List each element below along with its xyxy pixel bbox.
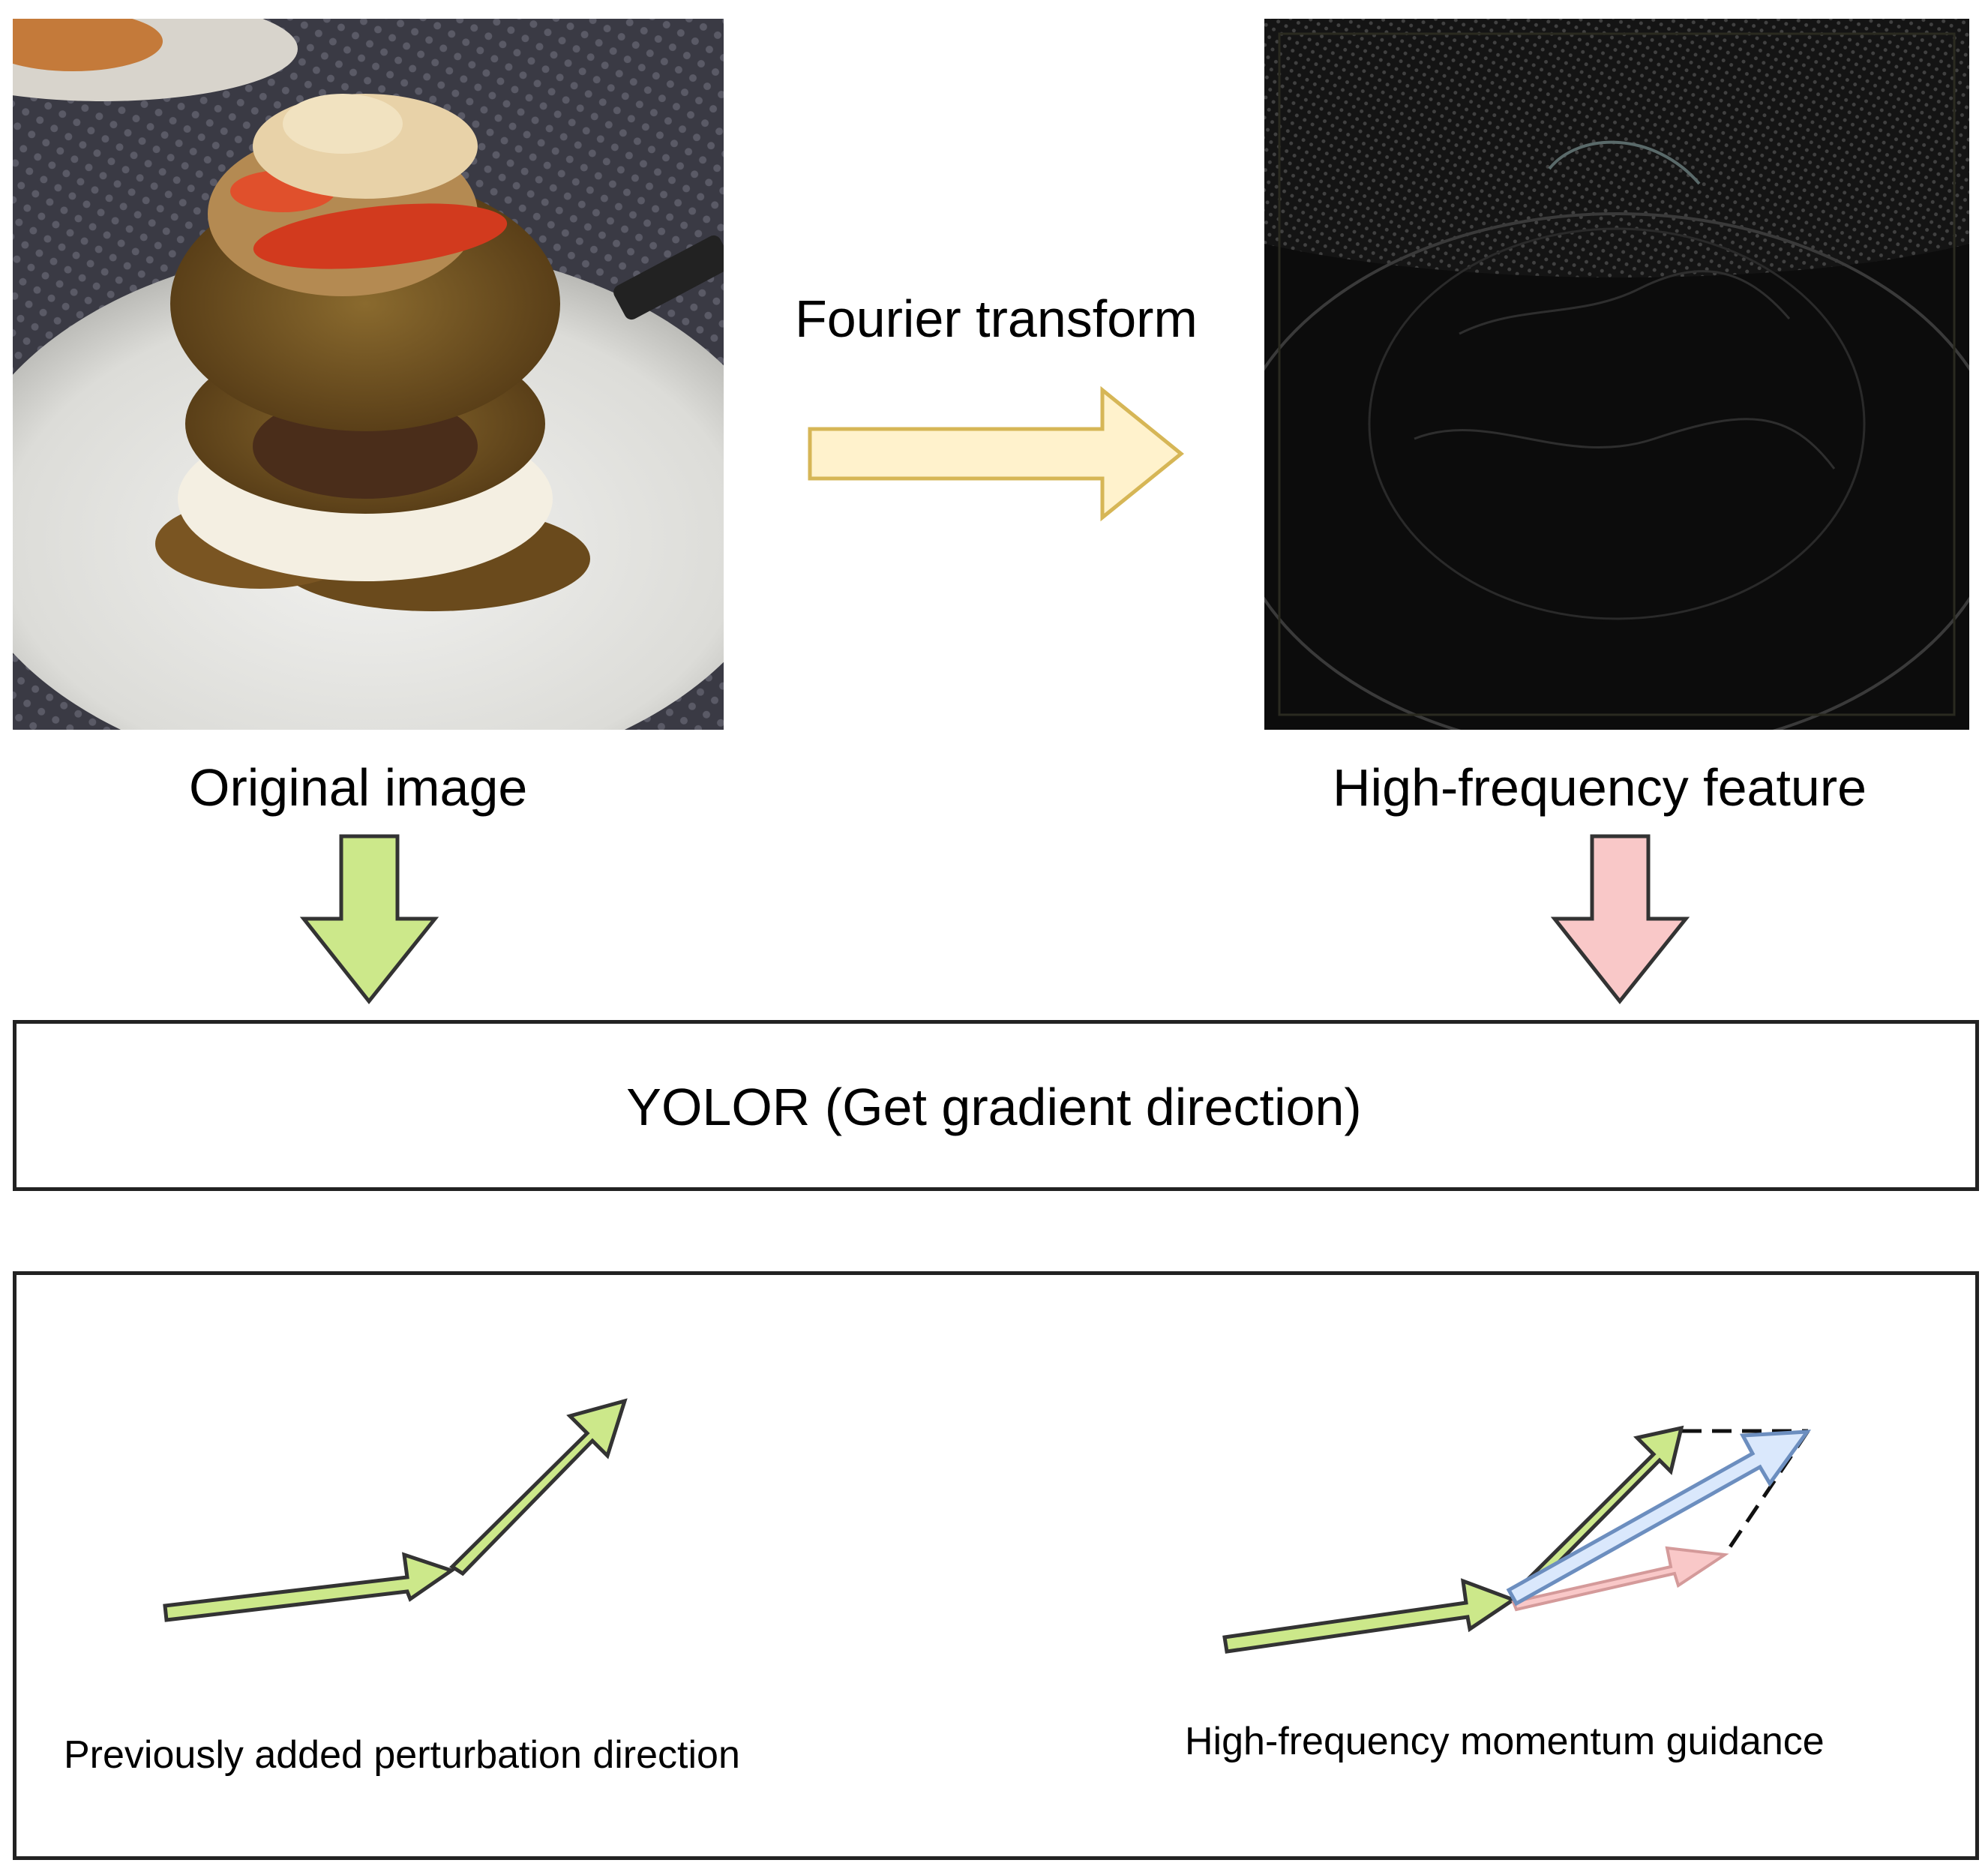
previous-perturbation-caption: Previously added perturbation direction [64,1733,740,1777]
gradient-illustration-panel [13,1271,1979,1860]
high-frequency-feature-label: High-frequency feature [1333,758,1867,817]
original-image [13,19,724,730]
high-frequency-feature-image [1264,19,1969,730]
fourier-transform-label: Fourier transform [795,290,1198,348]
momentum-high-frequency-arrow [1511,1546,1729,1612]
yolor-model-box [13,1020,1979,1191]
momentum-guided-arrow [1506,1430,1812,1606]
previous-perturbation-arrow-1 [163,1552,456,1622]
original-image-label: Original image [189,758,528,817]
yolor-model-label: YOLOR (Get gradient direction) [626,1078,1362,1136]
feature-to-model-arrow [1550,834,1690,1005]
momentum-base-arrow [1222,1578,1518,1654]
parallelogram-edge-right [1723,1430,1810,1556]
previous-perturbation-arrow-2 [449,1398,628,1576]
original-to-model-arrow [299,834,439,1005]
momentum-guidance-caption: High-frequency momentum guidance [1185,1720,1825,1763]
fourier-transform-arrow [808,386,1184,522]
